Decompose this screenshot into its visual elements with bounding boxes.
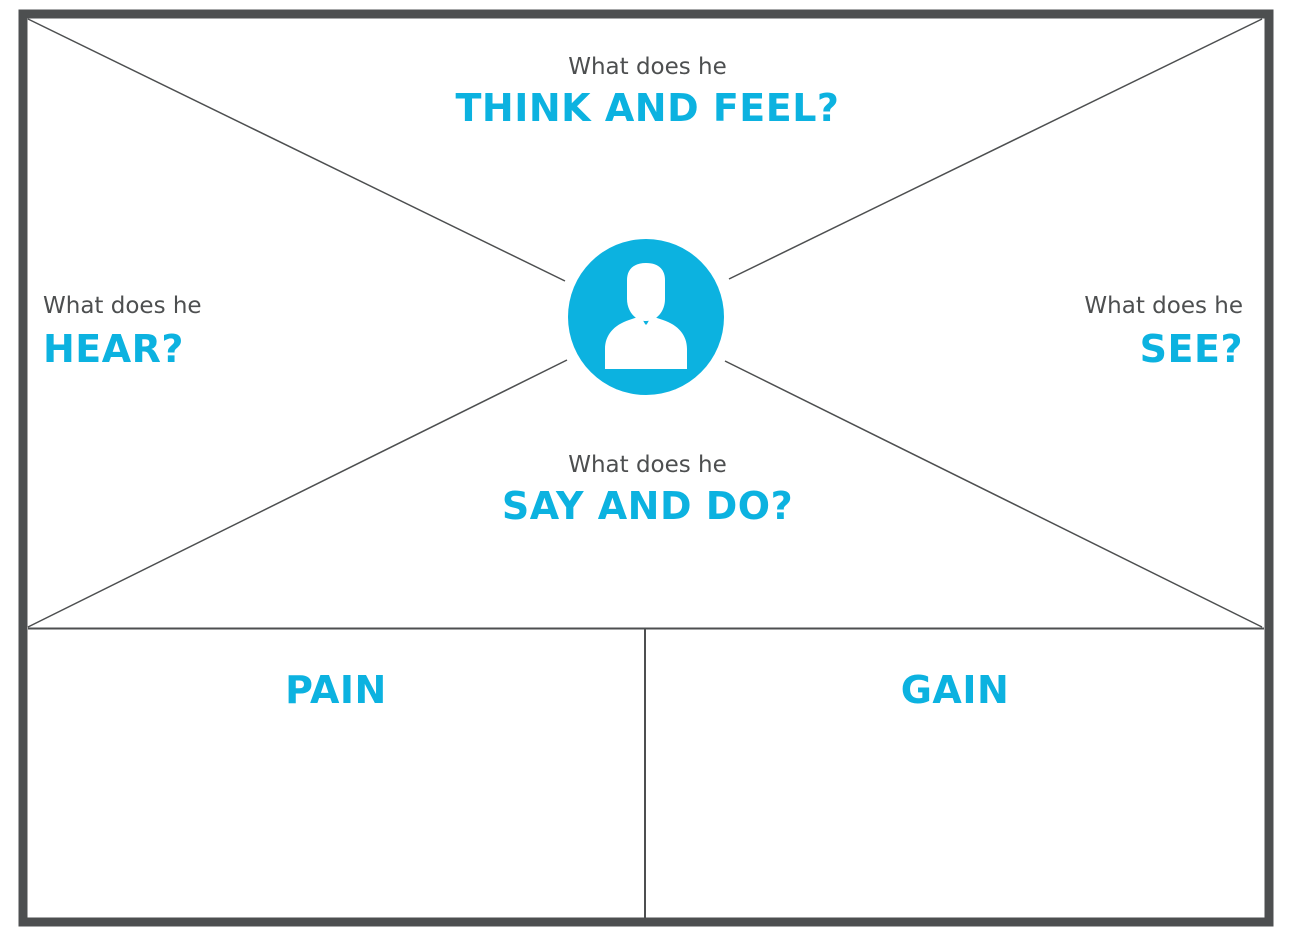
- hear-heading: HEAR?: [43, 327, 184, 371]
- say-do-heading: SAY AND DO?: [501, 484, 794, 528]
- see-section: What does he SEE?: [943, 292, 1243, 371]
- think-feel-section: What does he THINK AND FEEL?: [335, 53, 960, 130]
- diagonal-bottom-left: [27, 359, 568, 628]
- hear-section: What does he HEAR?: [43, 292, 343, 371]
- avatar: [568, 239, 724, 395]
- gain-section: GAIN: [646, 668, 1264, 712]
- diagonal-top-left: [27, 18, 566, 282]
- hear-prompt: What does he: [43, 293, 202, 319]
- think-feel-prompt: What does he: [568, 54, 727, 80]
- think-feel-heading: THINK AND FEEL?: [455, 86, 840, 130]
- user-silhouette-icon: [605, 263, 687, 369]
- see-prompt: What does he: [1084, 293, 1243, 319]
- say-do-prompt: What does he: [568, 452, 727, 478]
- see-heading: SEE?: [1139, 327, 1243, 371]
- say-do-section: What does he SAY AND DO?: [335, 451, 960, 528]
- gain-heading: GAIN: [900, 668, 1010, 712]
- diagonal-top-right: [728, 18, 1263, 280]
- diagonal-bottom-right: [724, 360, 1263, 628]
- pain-section: PAIN: [28, 668, 644, 712]
- pain-heading: PAIN: [285, 668, 387, 712]
- outer-frame: [18, 9, 1274, 927]
